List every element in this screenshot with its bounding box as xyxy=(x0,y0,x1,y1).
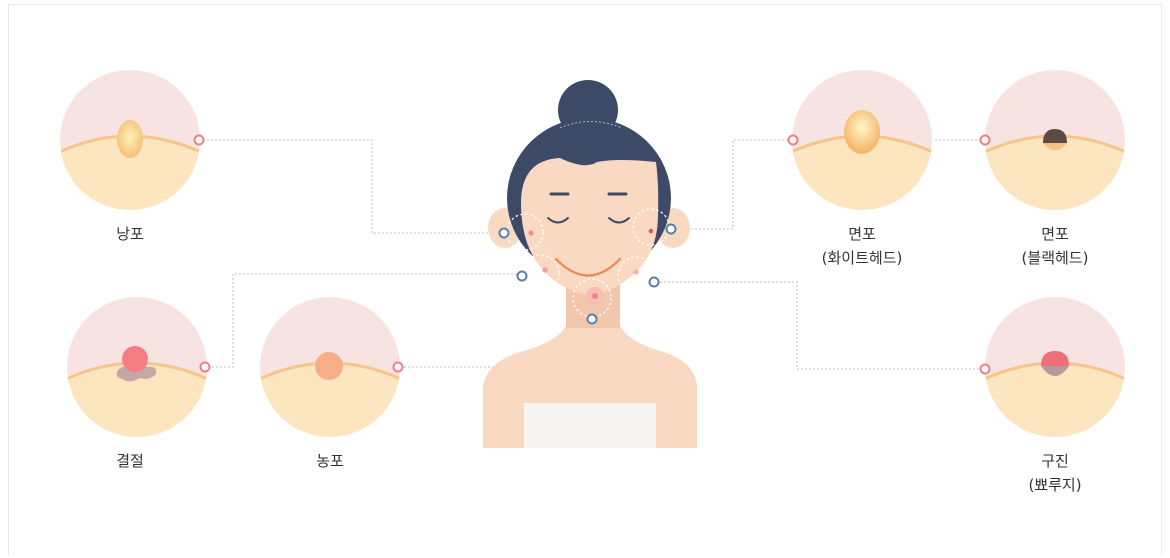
marker-face-left-jaw xyxy=(516,270,528,282)
papule-illustration xyxy=(985,297,1125,437)
face-illustration xyxy=(483,80,697,448)
marker-nodule xyxy=(199,361,211,373)
connector-lines xyxy=(203,139,983,370)
marker-papule xyxy=(979,363,991,375)
marker-face-left-cheek xyxy=(498,227,510,239)
markers-blue xyxy=(498,223,677,325)
connector-cyst xyxy=(203,139,500,234)
label-nodule: 결절 xyxy=(40,449,220,473)
connector-whitehead xyxy=(675,139,791,230)
marker-pustule xyxy=(392,361,404,373)
marker-face-chin xyxy=(586,313,598,325)
label-papule-sub: (뾰루지) xyxy=(1028,476,1082,494)
blackhead-illustration xyxy=(985,70,1125,210)
diagram-frame xyxy=(8,4,1162,556)
label-pustule-title: 농포 xyxy=(316,452,344,470)
connector-nodule xyxy=(208,273,520,368)
whitehead-illustration xyxy=(792,70,932,210)
towel xyxy=(524,403,656,448)
marker-whitehead xyxy=(787,134,799,146)
label-blackhead-title: 면포 xyxy=(1041,225,1069,243)
label-cyst: 낭포 xyxy=(40,222,220,246)
label-pustule: 농포 xyxy=(240,449,420,473)
label-cyst-title: 낭포 xyxy=(116,225,144,243)
nodule-illustration xyxy=(67,297,207,437)
label-papule: 구진 (뾰루지) xyxy=(965,449,1145,497)
marker-cyst xyxy=(193,134,205,146)
label-blackhead: 면포 (블랙헤드) xyxy=(965,222,1145,270)
cyst-illustration xyxy=(60,70,200,210)
label-papule-title: 구진 xyxy=(1041,452,1069,470)
pustule-illustration xyxy=(260,297,400,437)
marker-blackhead xyxy=(979,134,991,146)
markers-pink xyxy=(193,134,991,375)
label-nodule-title: 결절 xyxy=(116,452,144,470)
label-whitehead-sub: (화이트헤드) xyxy=(821,249,903,267)
label-whitehead-title: 면포 xyxy=(848,225,876,243)
marker-face-right-cheek xyxy=(665,223,677,235)
connector-papule xyxy=(656,281,983,370)
label-whitehead: 면포 (화이트헤드) xyxy=(772,222,952,270)
marker-face-right-jaw xyxy=(648,276,660,288)
face xyxy=(521,158,659,295)
label-blackhead-sub: (블랙헤드) xyxy=(1021,249,1089,267)
